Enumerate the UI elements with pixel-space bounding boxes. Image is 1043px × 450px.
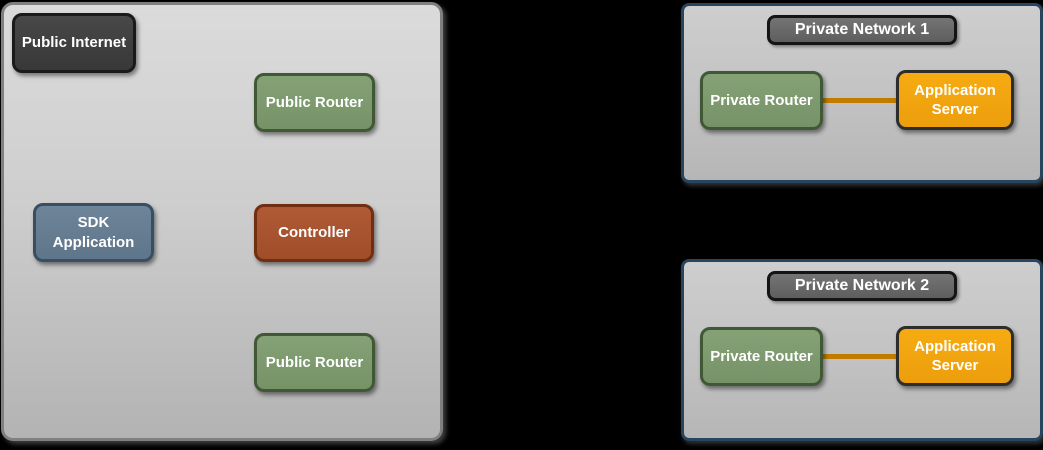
controller-node: Controller xyxy=(254,204,374,262)
private-network-1-panel: Private Network 1 Private Router Applica… xyxy=(681,3,1043,183)
public-router-bottom-node: Public Router xyxy=(254,333,375,392)
private-router-2-node: Private Router xyxy=(700,327,823,386)
application-server-2-node: Application Server xyxy=(896,326,1014,386)
public-router-top-node: Public Router xyxy=(254,73,375,132)
private-network-2-panel: Private Network 2 Private Router Applica… xyxy=(681,259,1043,441)
router-server-connector xyxy=(821,98,898,103)
private-router-1-node: Private Router xyxy=(700,71,823,130)
application-server-1-node: Application Server xyxy=(896,70,1014,130)
public-zone-panel: Public Internet Public Router SDK Applic… xyxy=(1,2,443,441)
router-server-connector xyxy=(821,354,898,359)
private-network-2-title: Private Network 2 xyxy=(767,271,957,301)
sdk-application-node: SDK Application xyxy=(33,203,154,262)
public-internet-node: Public Internet xyxy=(12,13,136,73)
private-network-1-title: Private Network 1 xyxy=(767,15,957,45)
